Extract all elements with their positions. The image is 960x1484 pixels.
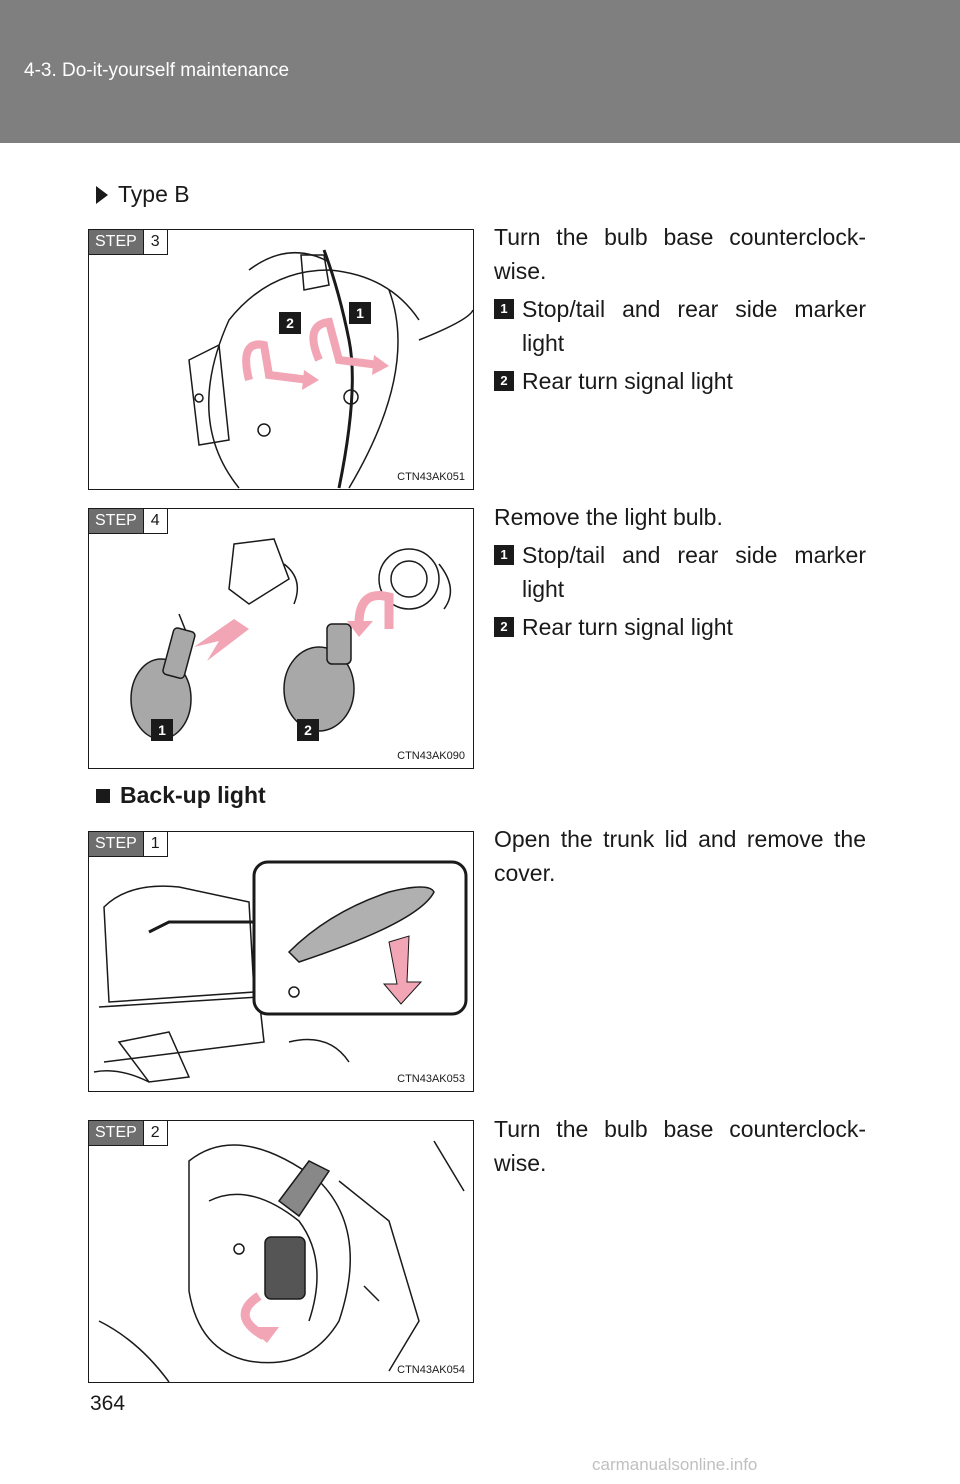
item-number-badge: 2 — [494, 617, 514, 637]
instruction-text: Open the trunk lid and remove the cover. — [494, 826, 866, 886]
type-label: Type B — [96, 181, 190, 208]
section-title: Back-up light — [96, 782, 266, 809]
page-number: 364 — [90, 1392, 126, 1415]
item-number-badge: 1 — [494, 299, 514, 319]
backup-bulb-socket-illustration — [98, 1140, 465, 1382]
figure-code: CTN43AK051 — [397, 471, 465, 483]
bulb-socket-illustration — [188, 249, 473, 489]
item-number-badge: 1 — [494, 545, 514, 565]
instruction-text: Turn the bulb base counterclock-wise. — [494, 1116, 866, 1176]
item-text: Stop/tail and rear side marker light — [522, 542, 866, 602]
figure-backup-step2: STEP 2 CTN43AK054 — [88, 1120, 474, 1383]
step-tag-label: STEP — [89, 832, 143, 856]
type-label-text: Type B — [118, 181, 190, 207]
item-text: Stop/tail and rear side marker light — [522, 296, 866, 356]
instruction-text: Remove the light bulb. — [494, 504, 723, 530]
figure-badge-2: 2 — [297, 719, 319, 741]
step-tag-number: 2 — [142, 1121, 167, 1145]
step-tag-label: STEP — [89, 509, 143, 533]
item-text: Rear turn signal light — [522, 368, 733, 394]
list-item: 1 Stop/tail and rear side marker light — [494, 292, 866, 360]
figure-badge-2: 2 — [279, 312, 301, 334]
square-bullet-icon — [96, 788, 110, 803]
figure-step3: STEP 3 2 1 CTN43AK051 — [88, 229, 474, 490]
step-tag-label: STEP — [89, 1121, 143, 1145]
light-bulbs-illustration — [130, 538, 452, 740]
list-item: 2 Rear turn signal light — [494, 364, 866, 398]
section-title-text: Back-up light — [120, 782, 266, 808]
triangle-bullet-icon — [96, 185, 108, 204]
figure-code: CTN43AK090 — [397, 750, 465, 762]
step-tag: STEP 1 — [89, 832, 168, 857]
figure-badge-1: 1 — [151, 719, 173, 741]
step-tag: STEP 3 — [89, 230, 168, 255]
figure-step4: STEP 4 1 2 CTN43AK090 — [88, 508, 474, 769]
footer-watermark: carmanualsonline.info — [592, 1455, 758, 1474]
figure-code: CTN43AK054 — [397, 1364, 465, 1376]
step-tag-number: 4 — [142, 509, 167, 533]
instruction-step4: Remove the light bulb. 1 Stop/tail and r… — [494, 500, 866, 644]
step-tag-number: 3 — [142, 230, 167, 254]
figure-backup-step1: STEP 1 CTN43AK053 — [88, 831, 474, 1092]
instruction-backup-step2: Turn the bulb base counterclock-wise. — [494, 1112, 866, 1180]
step-tag: STEP 4 — [89, 509, 168, 534]
instruction-step3: Turn the bulb base counterclock-wise. 1 … — [494, 220, 866, 398]
list-item: 1 Stop/tail and rear side marker light — [494, 538, 866, 606]
header-section-title: 4-3. Do-it-yourself maintenance — [24, 60, 290, 81]
instruction-backup-step1: Open the trunk lid and remove the cover. — [494, 822, 866, 890]
list-item: 2 Rear turn signal light — [494, 610, 866, 644]
item-number-badge: 2 — [494, 371, 514, 391]
step-tag-label: STEP — [89, 230, 143, 254]
trunk-cover-illustration — [93, 860, 468, 1083]
figure-code: CTN43AK053 — [397, 1073, 465, 1085]
instruction-text: Turn the bulb base counterclock-wise. — [494, 224, 866, 284]
step-tag: STEP 2 — [89, 1121, 168, 1146]
page-header: 4-3. Do-it-yourself maintenance — [0, 0, 960, 143]
item-text: Rear turn signal light — [522, 614, 733, 640]
figure-badge-1: 1 — [349, 302, 371, 324]
step-tag-number: 1 — [142, 832, 167, 856]
